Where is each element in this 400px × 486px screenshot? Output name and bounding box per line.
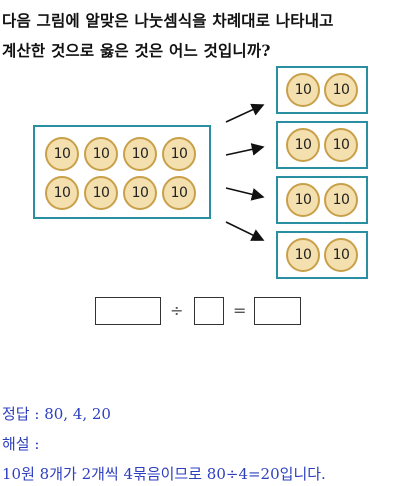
coin: 10 [123,137,157,171]
explanation-text: 10원 8개가 2개씩 4묶음이므로 80÷4=20입니다. [2,465,326,483]
coin-label: 10 [294,247,312,263]
coin: 10 [324,128,358,162]
coin: 10 [162,176,196,210]
coin-label: 10 [92,146,110,162]
coin-group-box: 10 10 10 10 10 10 10 10 [33,125,211,219]
question-text: 다음 그림에 알맞은 나눗셈식을 차례대로 나타내고 계산한 것으로 옳은 것은… [2,6,398,66]
coin: 10 [162,137,196,171]
coin: 10 [84,176,118,210]
coin-label: 10 [294,137,312,153]
question-line-2: 계산한 것으로 옳은 것은 어느 것입니까? [2,41,271,60]
dividend-blank [95,297,161,325]
coin: 10 [286,128,320,162]
coin-label: 10 [131,146,149,162]
arrow-4 [225,221,265,241]
arrow-3 [225,187,265,201]
coin: 10 [286,238,320,272]
divide-sign: ÷ [170,301,184,320]
arrow-1 [225,103,265,123]
coin: 10 [286,73,320,107]
coin: 10 [286,183,320,217]
coin-label: 10 [53,185,71,201]
coin-label: 10 [332,137,350,153]
coin-pair-box-4: 10 10 [276,231,368,279]
coin: 10 [45,137,79,171]
coin-label: 10 [332,247,350,263]
coin: 10 [324,73,358,107]
coin-pair-box-1: 10 10 [276,66,368,114]
coin-label: 10 [92,185,110,201]
answer-label: 정답 : 80, 4, 20 [2,405,111,423]
coin-label: 10 [170,146,188,162]
divisor-blank [194,297,224,325]
coin: 10 [324,183,358,217]
quotient-blank [254,297,301,325]
coin: 10 [84,137,118,171]
coin-label: 10 [170,185,188,201]
coin-label: 10 [332,82,350,98]
coin: 10 [123,176,157,210]
coin: 10 [45,176,79,210]
arrow-2 [225,143,265,156]
explanation-label: 해설 : [2,435,40,453]
question-line-1: 다음 그림에 알맞은 나눗셈식을 차례대로 나타내고 [2,11,334,30]
coin-label: 10 [53,146,71,162]
coin-label: 10 [332,192,350,208]
coin-pair-box-2: 10 10 [276,121,368,169]
equals-sign: = [233,301,247,320]
coin-label: 10 [294,82,312,98]
coin-label: 10 [131,185,149,201]
coin-pair-box-3: 10 10 [276,176,368,224]
coin: 10 [324,238,358,272]
coin-label: 10 [294,192,312,208]
